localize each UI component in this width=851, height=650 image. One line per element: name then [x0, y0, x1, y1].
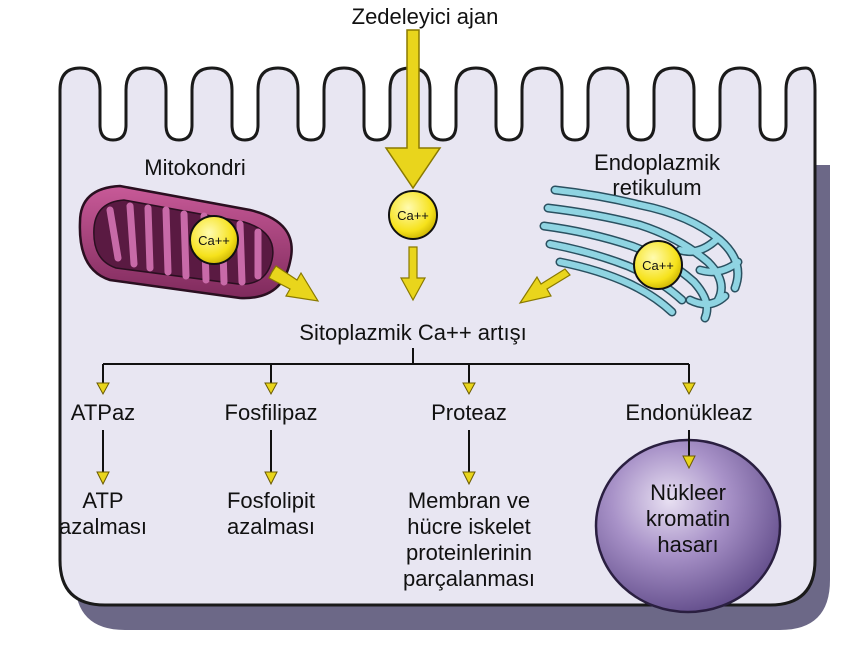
calcium-cytoplasm: Ca++	[389, 191, 437, 239]
effect-protein-line4: parçalanması	[403, 566, 535, 591]
er-label-line2: retikulum	[612, 175, 701, 200]
enzyme-atpase: ATPaz	[71, 400, 135, 425]
effect-protein-line3: proteinlerinin	[406, 540, 532, 565]
calcium-mito-label: Ca++	[198, 233, 230, 248]
effect-protein-line2: hücre iskelet	[407, 514, 531, 539]
enzyme-phospholipase: Fosfilipaz	[225, 400, 318, 425]
calcium-mitochondria: Ca++	[190, 216, 238, 264]
calcium-er: Ca++	[634, 241, 682, 289]
central-event-label: Sitoplazmik Ca++ artışı	[299, 320, 526, 345]
calcium-cyto-label: Ca++	[397, 208, 429, 223]
effect-atp-line1: ATP	[82, 488, 123, 513]
effect-phospholipid-line1: Fosfolipit	[227, 488, 315, 513]
calcium-er-label: Ca++	[642, 258, 674, 273]
nucleus-label-line1: Nükleer	[650, 480, 726, 505]
agent-label: Zedeleyici ajan	[352, 4, 499, 29]
effect-phospholipid-line2: azalması	[227, 514, 315, 539]
effect-protein-line1: Membran ve	[408, 488, 530, 513]
nucleus-label-line3: hasarı	[657, 532, 718, 557]
mitochondria-label: Mitokondri	[144, 155, 245, 180]
enzyme-endonuclease: Endonükleaz	[625, 400, 752, 425]
nucleus-label-line2: kromatin	[646, 506, 730, 531]
effect-atp-line2: azalması	[59, 514, 147, 539]
er-label-line1: Endoplazmik	[594, 150, 721, 175]
enzyme-protease: Proteaz	[431, 400, 507, 425]
